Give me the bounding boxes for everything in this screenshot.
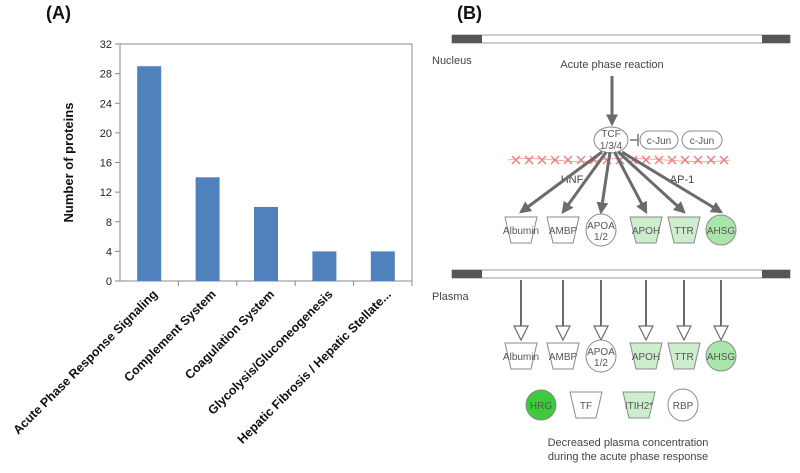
protein-label: AMBP — [549, 226, 578, 237]
y-tick-label: 28 — [100, 69, 112, 81]
cjun-label: c-Jun — [647, 136, 671, 147]
cjun-label: c-Jun — [690, 136, 714, 147]
y-tick-label: 4 — [106, 246, 112, 258]
protein-label: AHSG — [707, 352, 736, 363]
protein-label: TTR — [674, 352, 693, 363]
tcf-sub-label: 1/3/4 — [600, 141, 623, 152]
y-tick-label: 32 — [100, 39, 112, 51]
acute-phase-reaction-label: Acute phase reaction — [560, 59, 663, 71]
regulation-arrow — [613, 151, 648, 215]
bar — [195, 177, 220, 281]
protein-label: APOA — [587, 347, 615, 358]
plasma-membrane — [451, 269, 791, 279]
bar — [137, 66, 162, 281]
y-tick-label: 0 — [106, 276, 112, 288]
protein-label: AMBP — [549, 352, 578, 363]
bar — [312, 251, 337, 281]
secretion-arrow — [676, 280, 692, 342]
regulation-arrow — [561, 151, 608, 214]
bar — [254, 206, 278, 281]
y-tick-label: 24 — [100, 98, 112, 110]
y-axis-label: Number of proteins — [61, 103, 76, 223]
nucleus-protein-node: APOH — [629, 216, 663, 244]
protein-label: ITIH2* — [625, 401, 653, 412]
regulation-arrow — [617, 150, 686, 214]
nucleus-protein-node: TTR — [667, 216, 701, 244]
y-tick-label: 8 — [106, 217, 112, 229]
nucleus-label: Nucleus — [432, 55, 472, 67]
protein-label: AHSG — [707, 226, 736, 237]
regulation-arrow — [621, 150, 724, 214]
nucleus-membrane — [451, 34, 791, 44]
panel-b-label: (B) — [457, 3, 482, 23]
nucleus-protein-node: Albumin — [503, 216, 539, 244]
plasma-protein-node: AHSG — [705, 340, 737, 372]
extra-protein-node: RBP — [667, 388, 699, 422]
protein-label: APOH — [632, 226, 660, 237]
cjun-node — [639, 130, 679, 150]
nucleus-protein-node: AHSG — [705, 214, 737, 246]
y-tick-label: 20 — [100, 128, 112, 140]
secretion-arrow — [593, 280, 609, 342]
nucleus-protein-node: AMBP — [546, 216, 580, 244]
protein-label: 1/2 — [594, 358, 608, 369]
protein-label: TTR — [674, 226, 693, 237]
cjun-node — [681, 130, 723, 150]
plasma-label: Plasma — [432, 291, 470, 303]
protein-label: APOH — [632, 352, 660, 363]
protein-label: APOA — [587, 221, 615, 232]
secretion-arrow — [638, 280, 654, 342]
extra-protein-node: TF — [569, 391, 603, 419]
extra-protein-node: ITIH2* — [622, 391, 656, 419]
protein-label: Albumin — [503, 226, 539, 237]
y-tick-label: 12 — [100, 187, 112, 199]
panel-a-label: (A) — [46, 3, 71, 23]
caption-line-2: during the acute phase response — [548, 451, 708, 463]
caption-line-1: Decreased plasma concentration — [548, 437, 709, 449]
protein-label: HRG — [530, 401, 552, 412]
secretion-arrow — [713, 280, 729, 342]
protein-label: Albumin — [503, 352, 539, 363]
tcf-label: TCF — [601, 129, 620, 140]
plasma-protein-node: TTR — [667, 342, 701, 370]
bar — [370, 251, 395, 281]
protein-label: RBP — [673, 401, 694, 412]
regulation-arrow — [596, 151, 612, 215]
protein-label: TF — [580, 401, 592, 412]
plasma-protein-node: APOH — [629, 342, 663, 370]
extra-protein-node: HRG — [525, 389, 557, 421]
plasma-protein-node: AMBP — [546, 342, 580, 370]
inhibition-mark — [630, 134, 639, 146]
protein-label: 1/2 — [594, 232, 608, 243]
regulation-arrow — [519, 150, 603, 214]
secretion-arrow — [513, 280, 529, 342]
y-tick-label: 16 — [100, 158, 112, 170]
secretion-arrow — [555, 280, 571, 342]
plasma-protein-node: Albumin — [503, 342, 539, 370]
